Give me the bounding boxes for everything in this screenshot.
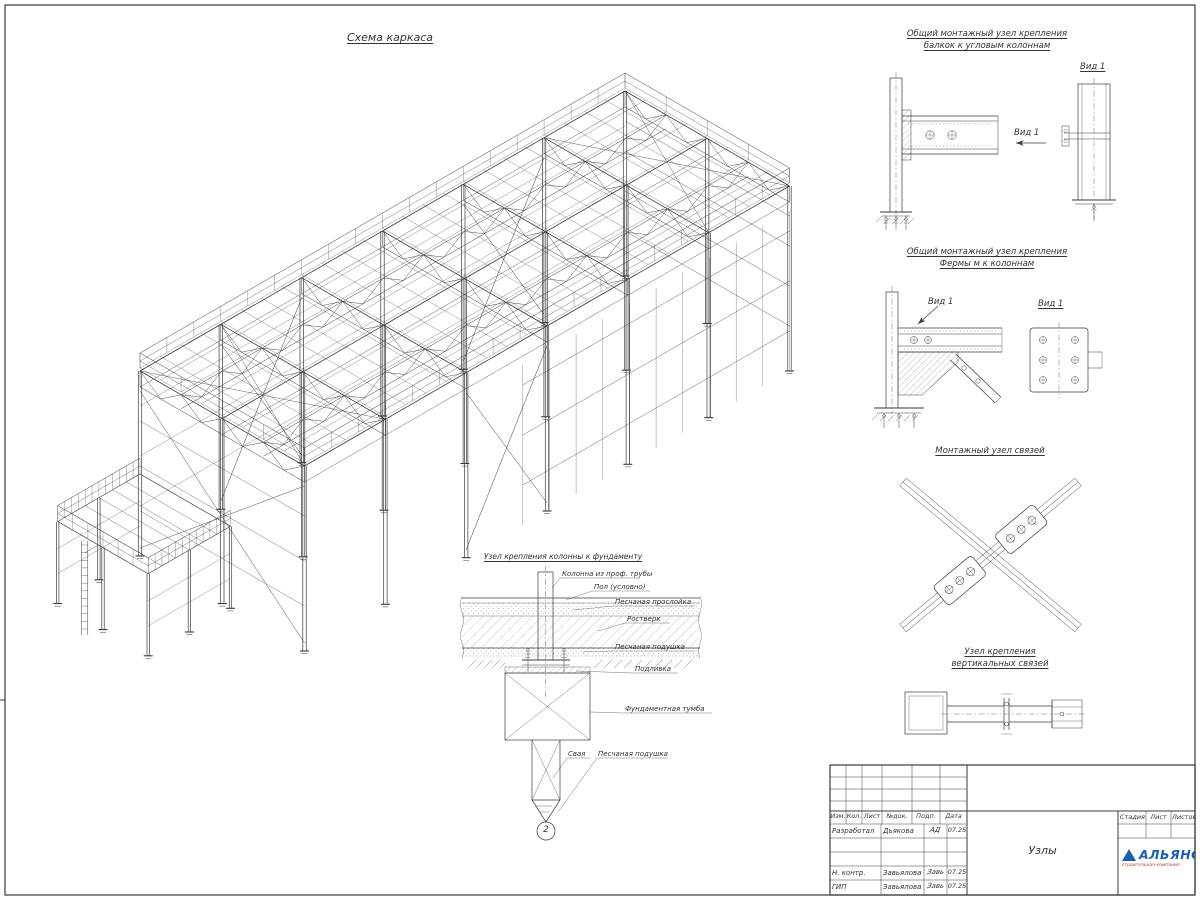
stamp-name-developer: Дьякова [883,827,914,835]
foundation-detail-title: Узел крепления колонны к фундаменту [483,552,643,561]
frame-isometric-drawing [53,72,794,659]
foundation-label-floor: Пол (условно) [594,583,646,591]
alliance-logo-icon [1122,849,1136,862]
detail-truss-column-drawing [871,286,1103,428]
stamp-name-checker: Завьялова [883,869,922,877]
foundation-label-column: Колонна из проф. трубы [562,570,653,578]
stamp-signature-developer: АД [929,826,942,834]
view-1-label-truss: Вид 1 [1038,299,1064,309]
detail-beam-corner-title-line2: балкок к угловым колоннам [923,41,1051,51]
stamp-stage-header: Стадия [1120,813,1145,821]
stamp-sheet-header: Лист [1150,813,1167,821]
stamp-signature-checker: Завь [926,868,945,876]
stamp-name-gip: Завьялова [883,883,922,891]
stamp-col-kol: Кол. [846,812,862,820]
title-block-grid [829,764,1196,896]
main-title: Схема каркаса [346,31,434,44]
foundation-label-grout: Подливка [635,665,672,673]
view-1-arrow-label-truss: Вид 1 [928,297,954,307]
detail-truss-column-title-line2: Фермы м к колоннам [939,259,1035,269]
stamp-col-ndok: №док. [886,812,908,820]
detail-braces-title: Монтажный узел связей [935,446,1045,456]
foundation-label-sand-cushion-2: Песчаная подушка [598,750,668,758]
stamp-date-checker: 07.25 [947,868,967,876]
view-1-label-beam-corner: Вид 1 [1080,62,1106,72]
stamp-date-developer: 07.25 [947,826,967,834]
company-logo: АЛЬЯНС строительная компания [1122,848,1195,892]
detail-beam-corner-drawing [875,72,1116,230]
detail-braces-drawing [899,478,1082,632]
foundation-callout-2: 2 [543,825,549,835]
logo-text: АЛЬЯНС [1139,848,1195,862]
detail-vertical-braces-drawing [904,691,1086,735]
foundation-label-grillage: Ростверк [627,615,661,623]
foundation-detail-drawing [460,566,712,841]
sheet-frame [0,4,1196,896]
stamp-role-checker: Н. контр. [832,869,866,877]
detail-vertical-braces-title-line1: Узел крепления [964,647,1036,657]
stamp-col-izm: Изм. [830,812,846,820]
stamp-signature-gip: Завь [926,882,945,890]
foundation-label-pile: Свая [568,750,586,758]
stamp-role-developer: Разработал [832,827,875,835]
view-1-arrow-label-beam-corner: Вид 1 [1014,128,1040,138]
detail-beam-corner-title-line1: Общий монтажный узел крепления [906,29,1068,39]
stamp-role-gip: ГИП [832,883,847,891]
foundation-label-sand-cushion: Песчаная подушка [615,643,685,651]
logo-subtitle: строительная компания [1122,863,1180,869]
stamp-date-gip: 07.25 [947,882,967,890]
stamp-col-data: Дата [945,812,962,820]
stamp-col-list: Лист [863,812,881,820]
stamp-col-podp: Подп. [916,812,936,820]
detail-truss-column-title-line1: Общий монтажный узел крепления [906,247,1068,257]
foundation-label-pedestal: Фундаментная тумба [625,705,705,713]
stamp-doc-name: Узлы [1028,844,1057,857]
foundation-label-sand-interlayer: Песчаная прослойка [615,598,692,606]
stamp-sheets-header: Листов [1172,814,1195,821]
detail-vertical-braces-title-line2: вертикальных связей [951,659,1049,669]
